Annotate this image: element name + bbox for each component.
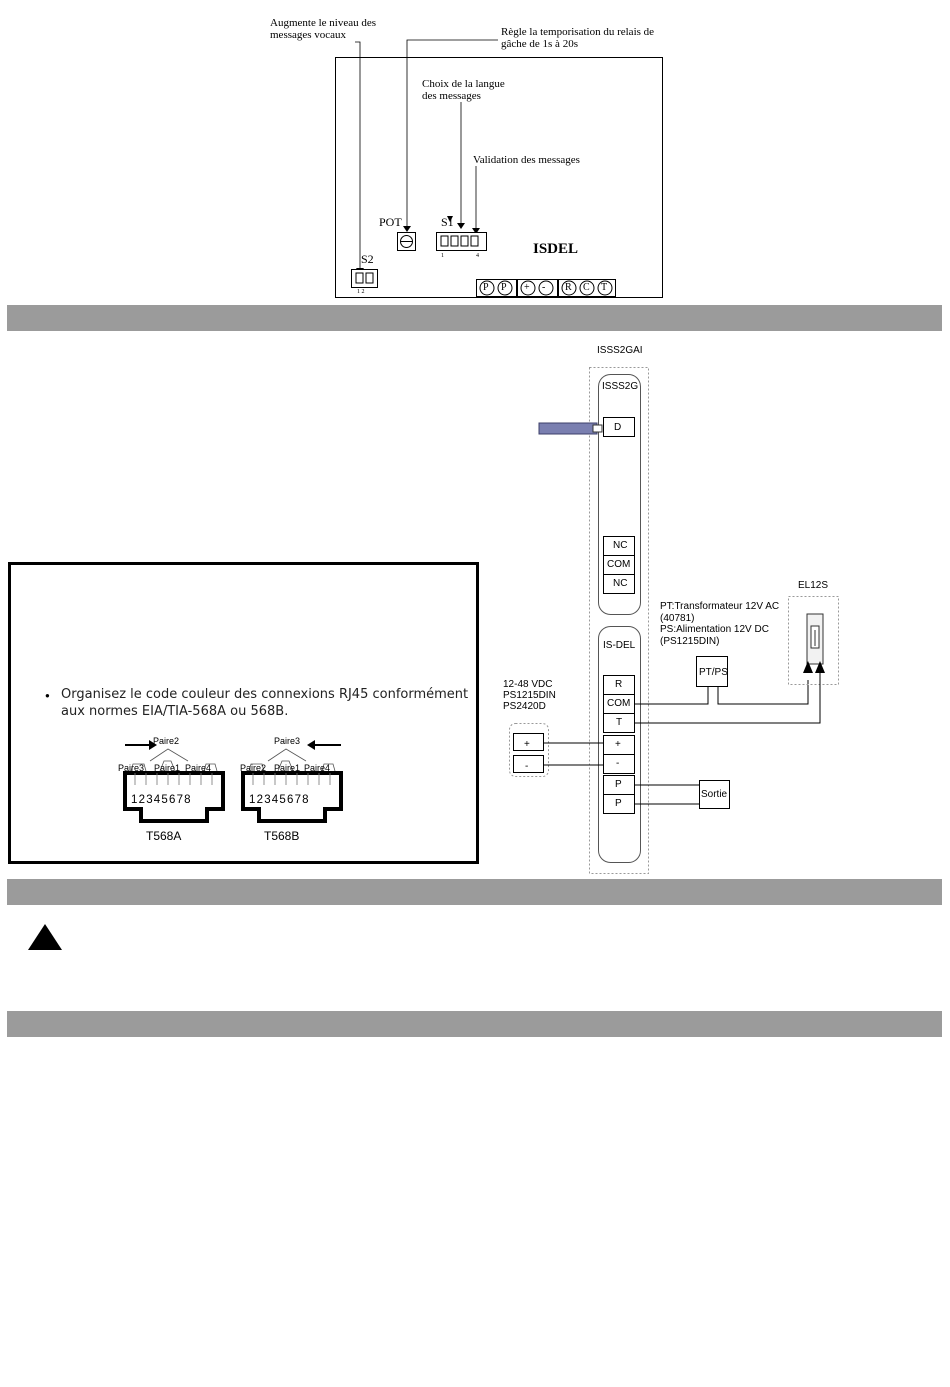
terminal-circle bbox=[579, 280, 595, 296]
t568b-connector bbox=[241, 740, 343, 823]
section-bar-1 bbox=[7, 305, 942, 331]
board-name: ISDEL bbox=[533, 241, 579, 257]
terminal-group-power bbox=[517, 279, 558, 297]
t568b-left-pair: Paire2 bbox=[240, 763, 267, 773]
s1-pin-last: 4 bbox=[476, 253, 479, 259]
t568a-right-pair: Paire4 bbox=[185, 763, 212, 773]
t568a-top-pair: Paire2 bbox=[153, 736, 180, 746]
t568a-left-pair: Paire3 bbox=[118, 763, 145, 773]
board-drawing bbox=[335, 39, 663, 298]
terminal-circle bbox=[479, 280, 495, 296]
isss2g-module bbox=[598, 374, 641, 615]
power-supply-label: 12-48 VDC PS1215DIN PS2420D bbox=[503, 679, 556, 712]
wiring-diagram bbox=[509, 367, 839, 874]
el12s-label: EL12S bbox=[798, 580, 829, 591]
label-language: Choix de la langue des messages bbox=[422, 78, 505, 102]
power-terminal-plus bbox=[513, 733, 544, 751]
t568a-pins: 12345678 bbox=[131, 794, 192, 806]
power-supply-enclosure bbox=[509, 723, 549, 777]
s2-pins: 1 2 bbox=[357, 289, 365, 295]
power-terminal-plus-label: + bbox=[524, 739, 530, 750]
terminal-label: R bbox=[565, 282, 572, 293]
power-terminal-minus-label: - bbox=[525, 761, 529, 772]
terminal-group-rct bbox=[558, 279, 616, 297]
bullet-dot: ● bbox=[45, 691, 50, 700]
t568a-connector bbox=[123, 740, 225, 823]
section-bar-2 bbox=[7, 879, 942, 905]
exit-button-box bbox=[699, 780, 730, 809]
warning-triangle-icon bbox=[28, 924, 62, 950]
isdel-terminal-label: R bbox=[615, 679, 623, 690]
terminal-circle bbox=[538, 280, 554, 296]
pt-ps-box bbox=[696, 656, 728, 687]
terminal-circle bbox=[520, 280, 536, 296]
label-validation: Validation des messages bbox=[473, 154, 580, 166]
terminal-circle bbox=[561, 280, 577, 296]
s2-label: S2 bbox=[361, 252, 374, 266]
section-bar-3 bbox=[7, 1011, 942, 1037]
terminal-label: + bbox=[524, 282, 530, 293]
terminal-label: C bbox=[583, 282, 590, 293]
terminal-label: T bbox=[601, 282, 608, 293]
t568b-top-pair: Paire3 bbox=[274, 736, 301, 746]
isdel-module bbox=[598, 626, 641, 863]
pt-ps-label: PT:Transformateur 12V AC (40781) PS:Alim… bbox=[660, 601, 780, 647]
terminal-circle bbox=[497, 280, 513, 296]
rj45-box: ● Organisez le code couleur des connexio… bbox=[8, 562, 479, 864]
s1-pin-first: 1 bbox=[441, 253, 444, 259]
isdel-title: IS-DEL bbox=[603, 640, 636, 651]
relay-terminal-label: NC bbox=[613, 540, 628, 551]
terminal-label: P bbox=[501, 282, 507, 293]
t568b-pins: 12345678 bbox=[249, 794, 310, 806]
isdel-terminal-label: P bbox=[615, 779, 622, 790]
relay-terminal-label: NC bbox=[613, 578, 628, 589]
t568b-mid-pair: Paire1 bbox=[274, 763, 301, 773]
terminal-circle bbox=[597, 280, 613, 296]
isdel-terminal-label: T bbox=[616, 717, 623, 728]
rj45-instruction: Organisez le code couleur des connexions… bbox=[61, 687, 469, 719]
t568b-name: T568B bbox=[264, 829, 300, 843]
pot-label: POT bbox=[379, 215, 402, 229]
d-terminal bbox=[603, 417, 635, 437]
reader-cable bbox=[538, 422, 598, 435]
isss2gai-title: ISSS2GAI bbox=[597, 345, 643, 356]
label-relay-timing: Règle la temporisation du relais de gâch… bbox=[501, 26, 655, 50]
isdel-terminal-label: + bbox=[615, 739, 621, 750]
terminal-label: P bbox=[483, 282, 489, 293]
isdel-terminal-label: - bbox=[616, 758, 620, 769]
pt-ps-box-label: PT/PS bbox=[699, 667, 728, 678]
d-terminal-label: D bbox=[614, 422, 622, 433]
isss2gai-enclosure bbox=[589, 367, 649, 874]
s1-label: S1 bbox=[441, 215, 454, 229]
power-terminal-minus bbox=[513, 755, 544, 773]
terminal-label: - bbox=[542, 282, 546, 293]
s2-switch bbox=[351, 269, 378, 288]
t568a-mid-pair: Paire1 bbox=[154, 763, 181, 773]
isdel-terminal-label: P bbox=[615, 798, 622, 809]
t568a-name: T568A bbox=[146, 829, 182, 843]
terminal-group-p bbox=[476, 279, 517, 297]
t568b-right-pair: Paire4 bbox=[304, 763, 331, 773]
relay-terminal-label: COM bbox=[607, 559, 631, 570]
isdel-terminal-label: COM bbox=[607, 698, 631, 709]
exit-label: Sortie bbox=[701, 789, 728, 800]
relay-terminal-nc2 bbox=[603, 574, 635, 594]
board-outline bbox=[335, 57, 663, 298]
isdel-terminal-minus bbox=[603, 754, 635, 774]
isss2g-title: ISSS2G bbox=[602, 381, 639, 392]
label-volume: Augmente le niveau des messages vocaux bbox=[270, 17, 376, 41]
lock-enclosure bbox=[788, 596, 839, 685]
